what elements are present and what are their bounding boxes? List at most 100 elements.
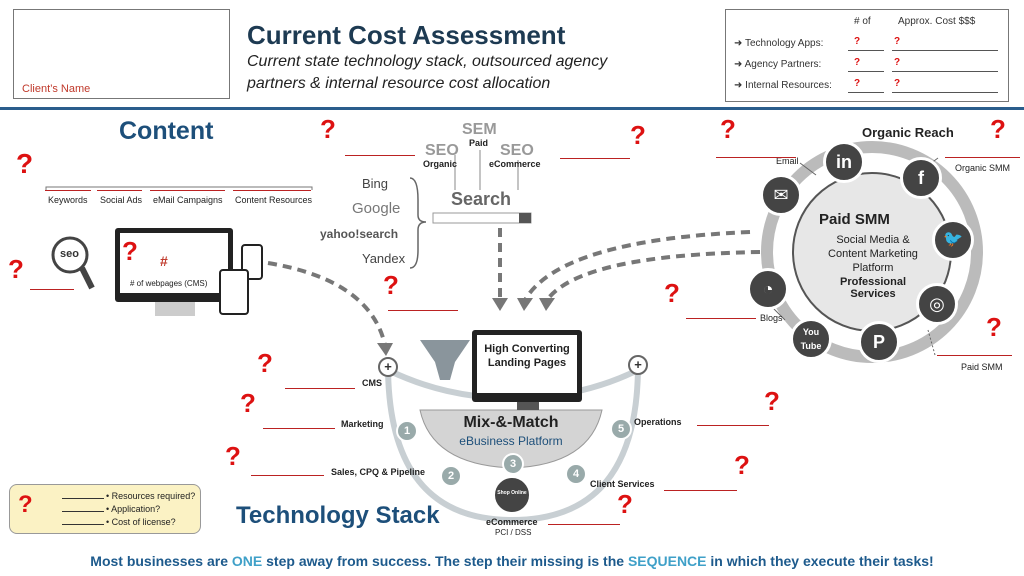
cost-internal-count[interactable]: ? [848, 78, 884, 93]
email-label: Email [776, 156, 799, 166]
question-mark-icon: ? [8, 254, 24, 284]
stack-ecommerce: eCommerce [486, 517, 538, 527]
content-resources: Content Resources [235, 195, 313, 205]
question-mark-icon: ? [240, 388, 256, 418]
search-title: Search [451, 189, 512, 209]
engine-google: Google [352, 200, 401, 217]
cost-col-count: # of [854, 16, 871, 27]
stack-sales: Sales, CPQ & Pipeline [331, 467, 426, 477]
youtube-icon[interactable]: You Tube [790, 318, 832, 360]
question-mark-icon: ? [383, 270, 399, 300]
question-mark-icon: ? [664, 278, 680, 308]
webpages-label: # of webpages (CMS) [130, 279, 208, 288]
answer-line-keywords[interactable] [45, 190, 91, 191]
answer-line-landing[interactable] [388, 310, 458, 311]
answer-line-social-ads[interactable] [97, 190, 142, 191]
footer-tagline: Most businesses are ONE step away from s… [90, 553, 934, 569]
cost-agency-cost[interactable]: ? [892, 57, 998, 72]
stack-step-2[interactable]: 2 [440, 465, 462, 487]
answer-line-operations[interactable] [697, 425, 769, 426]
client-name-box: Client’s Name [13, 9, 230, 99]
cost-col-cost: Approx. Cost $$$ [898, 16, 976, 27]
twitter-icon[interactable]: 🐦 [932, 219, 974, 261]
answer-line-email[interactable] [150, 190, 225, 191]
engine-yahoo: yahoo!search [320, 227, 399, 241]
stack-step-5[interactable]: 5 [610, 418, 632, 440]
blogs-label: Blogs [760, 313, 783, 323]
engine-bing: Bing [362, 176, 389, 191]
answer-line-organic-smm[interactable] [945, 157, 1020, 158]
facebook-icon[interactable]: f [900, 157, 942, 199]
stack-client-services: Client Services [590, 479, 655, 489]
instagram-icon[interactable]: ◎ [916, 283, 958, 325]
stack-step-3[interactable]: 3 [502, 453, 524, 475]
rss-icon[interactable]: ◔ [747, 268, 789, 310]
question-mark-icon: ? [16, 148, 34, 179]
question-mark-icon: ? [764, 386, 780, 416]
cost-agency-count[interactable]: ? [848, 57, 884, 72]
social-center-text: Social Media & Content Marketing Platfor… [828, 234, 918, 300]
answer-line-email-smm[interactable] [716, 157, 796, 158]
sem-label: SEM [462, 121, 497, 138]
seo-badge: seo [60, 248, 79, 260]
answer-line-paid-smm[interactable] [937, 355, 1012, 356]
stack-step-4[interactable]: 4 [565, 463, 587, 485]
cost-row-internal: ➜ Internal Resources: [734, 80, 832, 91]
question-mark-icon: ? [617, 489, 633, 519]
answer-line-resources[interactable] [233, 190, 311, 191]
answer-line-seo-organic[interactable] [345, 155, 415, 156]
legend-application: • Application? [62, 504, 160, 514]
answer-line-cms[interactable] [285, 388, 355, 389]
client-name-label: Client’s Name [22, 83, 91, 95]
question-mark-icon: ? [720, 114, 736, 144]
question-mark-icon: ? [734, 450, 750, 480]
answer-line-seo[interactable] [30, 289, 74, 290]
question-mark-icon: ? [630, 120, 646, 150]
answer-line-sales[interactable] [251, 475, 324, 476]
tech-stack-title: Technology Stack [236, 502, 440, 529]
organic-reach-title: Organic Reach [862, 125, 954, 140]
stack-operations: Operations [634, 417, 682, 427]
page-title: Current Cost Assessment [247, 20, 566, 50]
cost-internal-cost[interactable]: ? [892, 78, 998, 93]
pinterest-icon[interactable]: P [858, 321, 900, 363]
stack-marketing: Marketing [341, 419, 384, 429]
ecommerce-seo-label: eCommerce [489, 159, 541, 169]
cost-row-agency: ➜ Agency Partners: [734, 59, 822, 70]
plus-right-icon[interactable]: + [628, 355, 648, 375]
content-keywords: Keywords [48, 195, 88, 205]
cost-row-tech: ➜ Technology Apps: [734, 38, 824, 49]
legend-resources: • Resources required? [62, 491, 195, 501]
mix-match-title: Mix-&-Match [463, 414, 559, 431]
paid-smm-title: Paid SMM [819, 211, 890, 228]
stack-pci: PCI / DSS [495, 528, 532, 537]
engine-yandex: Yandex [362, 251, 406, 266]
organic-smm-label: Organic SMM [955, 163, 1011, 173]
answer-line-blogs[interactable] [686, 318, 756, 319]
seo-ecommerce-title: SEO [500, 142, 534, 159]
organic-label: Organic [423, 159, 458, 169]
answer-line-client-services[interactable] [664, 490, 737, 491]
paid-smm-label: Paid SMM [961, 362, 1003, 372]
answer-line-marketing[interactable] [263, 428, 335, 429]
content-social-ads: Social Ads [100, 195, 143, 205]
question-mark-icon: ? [986, 312, 1002, 342]
linkedin-icon[interactable]: in [823, 141, 865, 183]
subtitle-line-2: partners & internal resource cost alloca… [247, 75, 551, 92]
email-icon[interactable]: ✉ [760, 174, 802, 216]
shop-online-badge: Shop Online [497, 490, 527, 496]
cost-tech-cost[interactable]: ? [892, 36, 998, 51]
stack-step-1[interactable]: 1 [396, 420, 418, 442]
question-mark-icon: ? [990, 114, 1006, 144]
landing-pages-text: High Converting Landing Pages [484, 343, 570, 369]
plus-left-icon[interactable]: + [378, 357, 398, 377]
stack-cms: CMS [362, 378, 382, 388]
question-mark-icon: ? [257, 348, 273, 378]
question-mark-icon: ? [18, 491, 33, 518]
legend-box: ? • Resources required? • Application? •… [9, 484, 201, 534]
answer-line-ecommerce[interactable] [548, 524, 620, 525]
legend-license: • Cost of license? [62, 517, 176, 527]
cost-tech-count[interactable]: ? [848, 36, 884, 51]
answer-line-seo-ecommerce[interactable] [560, 158, 630, 159]
webpages-symbol: # [160, 253, 168, 269]
